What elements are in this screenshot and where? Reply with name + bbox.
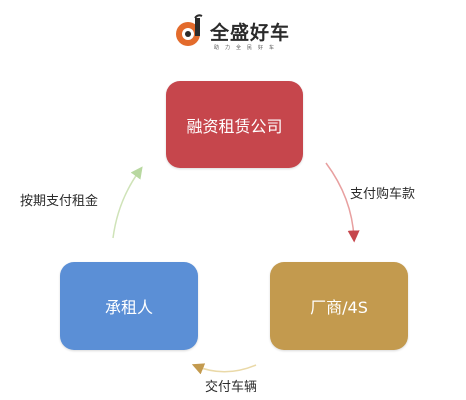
pay-rent-label: 按期支付租金 (20, 194, 99, 209)
brand-logo: 全盛好车 助力全民好车 (174, 10, 294, 54)
lessee-node: 承租人 (60, 262, 198, 350)
arrow-leasing-to-dealer (325, 162, 360, 243)
arrow-lessee-to-leasing (112, 166, 143, 239)
logo-tagline: 助力全民好车 (214, 45, 281, 51)
logo-title: 全盛好车 (210, 22, 291, 44)
pay-car-price-label: 支付购车款 (350, 187, 416, 202)
arrow-dealer-to-lessee (191, 363, 257, 375)
dealer-node: 厂商/4S (270, 262, 408, 350)
leasing-company-node: 融资租赁公司 (166, 81, 303, 168)
deliver-vehicle-label: 交付车辆 (205, 380, 258, 395)
logo-mark-icon (176, 14, 203, 46)
